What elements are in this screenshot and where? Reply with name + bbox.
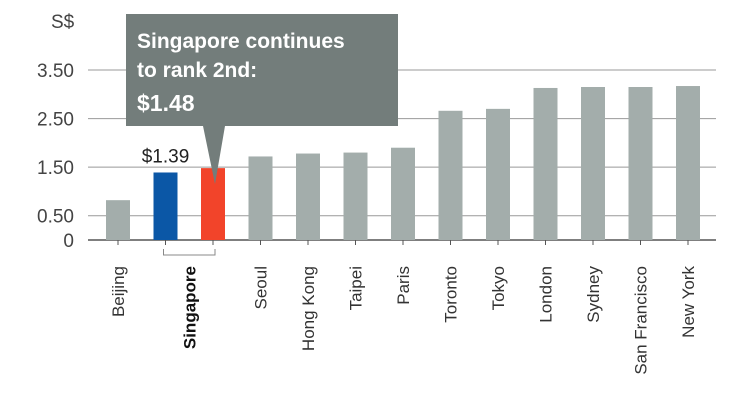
- callout-line: Singapore continues: [137, 30, 345, 53]
- bar-seoul: [248, 156, 273, 240]
- group-bracket: [163, 249, 216, 256]
- bar-london: [533, 87, 558, 240]
- x-tick-label: Tokyo: [489, 266, 508, 310]
- x-axis: Beijing Singapore Seoul Hong Kong Taipei Pari…: [109, 240, 698, 375]
- x-tick-label: San Francisco: [632, 266, 651, 375]
- bar-beijing: [106, 200, 130, 240]
- x-tick-label: Sydney: [584, 266, 603, 323]
- bar-sydney: [581, 87, 605, 240]
- bar-taipei: [343, 152, 368, 240]
- x-tick-label: Taipei: [347, 266, 366, 310]
- x-tick-label: New York: [679, 266, 698, 338]
- y-unit-label: S$: [51, 12, 75, 33]
- bar-toronto: [438, 110, 463, 240]
- data-labels: $1.39: [142, 146, 190, 167]
- x-tick-label: Paris: [394, 266, 413, 305]
- y-tick-label: 3.50: [37, 61, 74, 82]
- x-tick-label: Beijing: [109, 266, 128, 317]
- bar-hong-kong: [296, 153, 320, 240]
- bar-tokyo: [486, 108, 510, 240]
- y-axis: S$ 0 0.50 1.50 2.50 3.50: [37, 12, 75, 252]
- x-tick-label: Seoul: [252, 266, 271, 309]
- y-tick-label: 1.50: [37, 158, 74, 179]
- bar-paris: [391, 147, 415, 240]
- y-tick-label: 0: [63, 231, 74, 252]
- bars: [106, 86, 700, 241]
- callout-value: $1.48: [137, 90, 195, 116]
- x-tick-label: Singapore: [180, 266, 199, 349]
- x-tick-label: Hong Kong: [299, 266, 318, 351]
- bar-singapore-2nd: [201, 168, 225, 240]
- data-label: $1.39: [142, 146, 190, 167]
- callout-box: [126, 14, 398, 185]
- y-tick-label: 2.50: [37, 110, 74, 131]
- callout-line: to rank 2nd:: [137, 59, 257, 82]
- bar-new-york: [676, 86, 700, 241]
- x-tick-label: Toronto: [442, 266, 461, 323]
- bar-san-francisco: [628, 87, 653, 240]
- y-tick-label: 0.50: [37, 207, 74, 228]
- bar-singapore: [153, 172, 178, 240]
- x-tick-label: London: [537, 266, 556, 323]
- callout: Singapore continues to rank 2nd: $1.48: [126, 14, 398, 185]
